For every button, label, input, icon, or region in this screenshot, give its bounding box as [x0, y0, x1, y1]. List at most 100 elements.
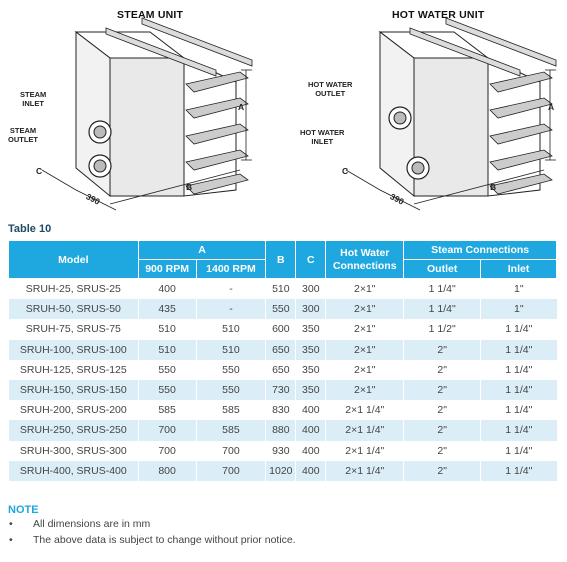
table-cell: SRUH-50, SRUS-50: [8, 299, 139, 320]
table-cell: 700: [137, 440, 197, 461]
header-1400rpm: 1400 RPM: [195, 259, 267, 279]
dim-b-label: B: [186, 182, 193, 192]
table-cell: 2": [403, 379, 481, 401]
table-cell: SRUH-25, SRUS-25: [8, 278, 139, 300]
table-cell: 2": [403, 420, 481, 441]
table-cell: 1 1/4": [480, 379, 557, 401]
header-steam: Steam Connections: [403, 240, 557, 260]
header-hot-water: Hot Water Connections: [325, 240, 405, 279]
hot-water-inlet-label: HOT WATER INLET: [300, 128, 345, 146]
hw-dim-a-label: A: [548, 102, 555, 112]
table-cell: 650: [265, 339, 296, 360]
table-cell: 1 1/4": [480, 440, 557, 461]
table-cell: SRUH-75, SRUS-75: [8, 319, 139, 340]
table-cell: 400: [295, 440, 326, 461]
table-cell: 1 1/2": [403, 319, 481, 340]
table-cell: 2×1 1/4": [325, 440, 404, 461]
table-cell: 2×1 1/4": [325, 400, 404, 421]
table-cell: 600: [265, 319, 296, 340]
table-cell: 650: [265, 359, 296, 380]
table-cell: 880: [265, 420, 296, 441]
table-cell: 800: [137, 460, 197, 481]
table-cell: SRUH-200, SRUS-200: [8, 400, 139, 421]
table-cell: 2": [403, 339, 481, 360]
steam-inlet-label: STEAM INLET: [20, 90, 47, 108]
note-title: NOTE: [8, 504, 39, 516]
steam-unit-title: STEAM UNIT: [117, 9, 184, 21]
table-cell: 1": [480, 278, 557, 300]
header-900rpm: 900 RPM: [137, 259, 197, 279]
table-cell: 2": [403, 400, 481, 421]
bullet: •: [9, 518, 13, 530]
table-cell: 2×1": [325, 339, 404, 360]
header-c: C: [295, 240, 327, 279]
table-cell: 2": [403, 460, 481, 481]
table-cell: 1 1/4": [480, 400, 557, 421]
table-cell: 585: [195, 400, 266, 421]
table-cell: 830: [265, 400, 296, 421]
hot-water-outlet-label: HOT WATER OUTLET: [308, 80, 353, 98]
bullet: •: [9, 533, 13, 546]
header-a: A: [137, 240, 267, 260]
table-cell: 2×1 1/4": [325, 460, 404, 481]
table-cell: -: [195, 299, 266, 320]
table-cell: 585: [195, 420, 266, 441]
table-cell: SRUH-125, SRUS-125: [8, 359, 139, 380]
note-text: The above data is subject to change with…: [33, 533, 296, 546]
table-cell: 700: [195, 460, 266, 481]
unit-drawings: [41, 17, 557, 211]
hw-dim-c-label: C: [342, 166, 349, 176]
dim-a-label: A: [238, 102, 245, 112]
table-cell: 300: [295, 278, 326, 300]
table-cell: SRUH-150, SRUS-150: [8, 379, 139, 401]
hw-dim-b-label: B: [490, 182, 497, 192]
table-cell: 1": [480, 299, 557, 320]
table-cell: 730: [265, 379, 296, 401]
table-caption: Table 10: [8, 223, 52, 235]
table-cell: 1 1/4": [403, 278, 481, 300]
table-cell: 1 1/4": [480, 319, 557, 340]
hot-water-unit-title: HOT WATER UNIT: [392, 9, 485, 21]
table-cell: -: [195, 278, 266, 300]
header-model: Model: [8, 240, 139, 279]
table-cell: SRUH-400, SRUS-400: [8, 460, 139, 481]
notes-list: •All dimensions are in mm •The above dat…: [8, 518, 296, 549]
table-cell: 400: [295, 420, 326, 441]
table-cell: 700: [137, 420, 197, 441]
table-cell: SRUH-300, SRUS-300: [8, 440, 139, 461]
table-cell: 2×1": [325, 319, 404, 340]
table-cell: 510: [137, 319, 197, 340]
table-cell: 585: [137, 400, 197, 421]
table-cell: 510: [265, 278, 296, 300]
header-outlet: Outlet: [403, 259, 482, 279]
table-cell: 2×1 1/4": [325, 420, 404, 441]
table-cell: 1 1/4": [480, 339, 557, 360]
table-cell: 700: [195, 440, 266, 461]
table-cell: 2": [403, 440, 481, 461]
table-cell: SRUH-250, SRUS-250: [8, 420, 139, 441]
table-cell: 400: [295, 460, 326, 481]
table-cell: 350: [295, 379, 326, 401]
table-cell: 1020: [265, 460, 296, 481]
table-cell: 510: [195, 319, 266, 340]
dim-c-label: C: [36, 166, 43, 176]
table-cell: 1 1/4": [480, 460, 557, 481]
steam-outlet-label: STEAM OUTLET: [8, 126, 38, 144]
table-cell: 510: [137, 339, 197, 360]
table-cell: 550: [137, 379, 197, 401]
table-cell: 550: [265, 299, 296, 320]
table-cell: 1 1/4": [480, 359, 557, 380]
table-cell: 510: [195, 339, 266, 360]
table-cell: 2×1": [325, 299, 404, 320]
table-cell: 2": [403, 359, 481, 380]
